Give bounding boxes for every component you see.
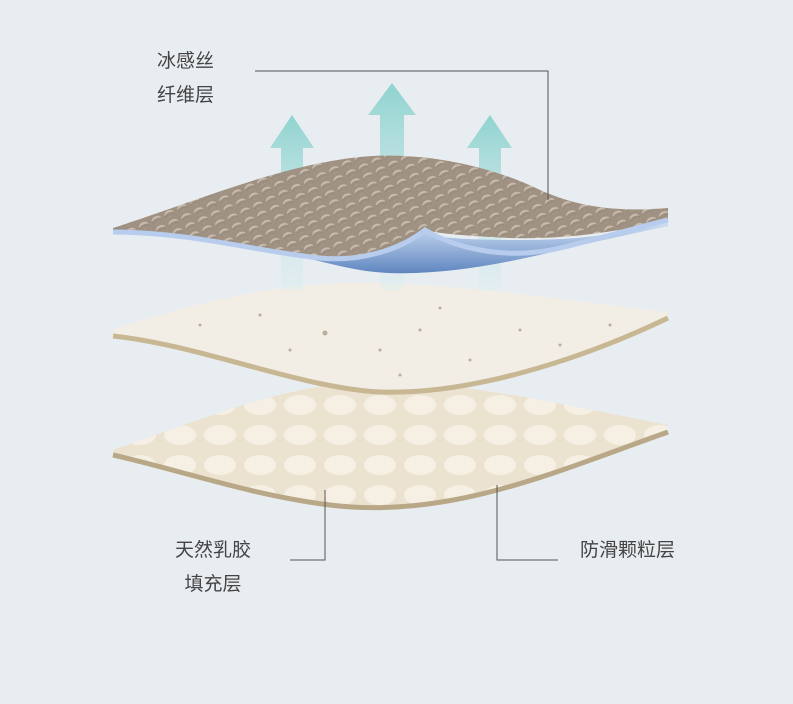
callout-lines xyxy=(255,70,558,561)
label-line: 纤维层 xyxy=(157,84,215,106)
label-line: 填充层 xyxy=(184,573,242,595)
callout-line-bottom xyxy=(496,485,558,561)
latex-layer xyxy=(112,282,670,395)
ice-silk-layer xyxy=(112,155,669,274)
callout-line-middle xyxy=(290,490,326,561)
callout-line-top xyxy=(255,70,549,200)
label-line: 冰感丝 xyxy=(157,50,215,72)
label-ice-silk-layer: 冰感丝 纤维层 xyxy=(157,44,214,112)
label-latex-layer: 天然乳胶 填充层 xyxy=(175,533,251,601)
label-anti-slip-layer: 防滑颗粒层 xyxy=(580,533,675,567)
label-line: 防滑颗粒层 xyxy=(580,539,676,561)
anti-slip-layer xyxy=(112,381,669,511)
label-line: 天然乳胶 xyxy=(175,539,252,561)
